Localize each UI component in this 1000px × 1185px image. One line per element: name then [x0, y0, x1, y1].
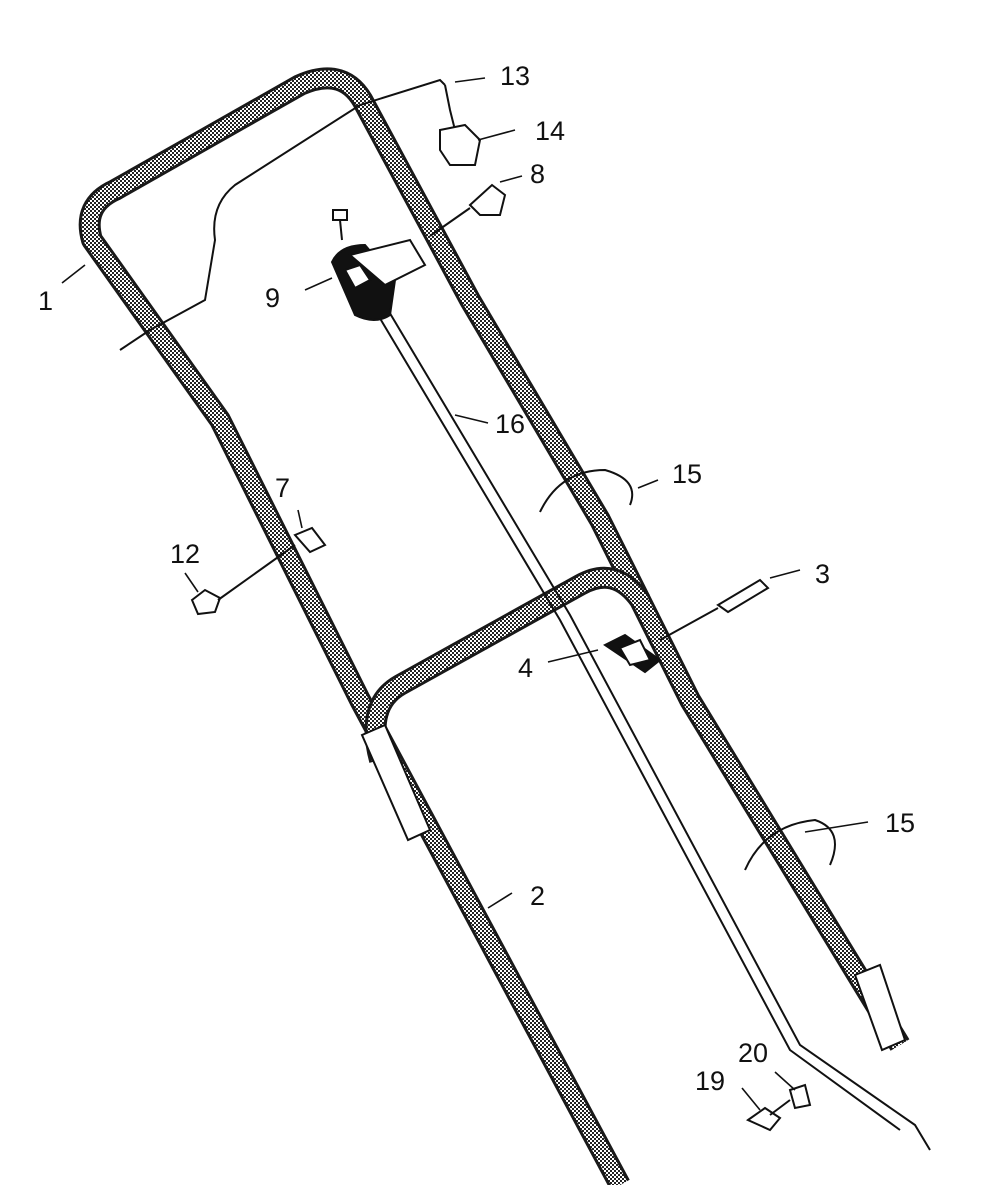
- handle-knob-right: [659, 578, 770, 641]
- leader-lines: [61, 77, 869, 1111]
- callout-8: 8: [530, 159, 545, 189]
- callout-1: 1: [38, 286, 53, 316]
- callout-14: 14: [535, 116, 565, 146]
- callout-3: 3: [815, 559, 830, 589]
- callout-12: 12: [170, 539, 200, 569]
- callout-16: 16: [495, 409, 525, 439]
- upper-handle: [78, 67, 650, 1185]
- cable-clip: [439, 123, 482, 166]
- handle-cable-lower: [744, 818, 836, 871]
- callout-15-lower: 15: [885, 808, 915, 838]
- callout-4: 4: [518, 653, 533, 683]
- control-rod: [374, 304, 931, 1151]
- callout-13: 13: [500, 61, 530, 91]
- callout-7: 7: [275, 473, 290, 503]
- callout-15-upper: 15: [672, 459, 702, 489]
- lower-handle: [360, 566, 910, 1052]
- callout-19: 19: [695, 1066, 725, 1096]
- control-bracket: [330, 209, 427, 321]
- callout-9: 9: [265, 283, 280, 313]
- handle-knob-left: [190, 526, 327, 616]
- control-knob: [429, 183, 507, 237]
- callout-2: 2: [530, 881, 545, 911]
- lower-fasteners: [745, 1083, 812, 1132]
- callout-20: 20: [738, 1038, 768, 1068]
- handle-bracket: [603, 633, 662, 674]
- handle-cable-upper: [539, 468, 634, 513]
- upper-cable: [119, 78, 456, 351]
